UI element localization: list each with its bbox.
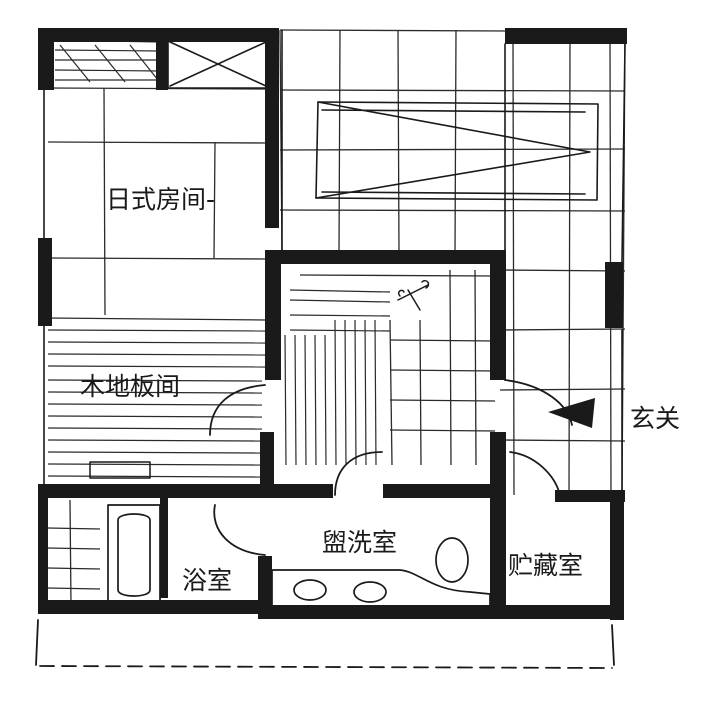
- room-label-washroom: 盥洗室: [322, 528, 398, 557]
- room-label-japanese-room: 日式房间-: [106, 185, 216, 214]
- wood-floor-boards: [47, 317, 266, 478]
- scissors-icon: [397, 279, 430, 311]
- wood-room-counter: [89, 461, 151, 479]
- room-label-entrance: 玄关: [630, 404, 681, 433]
- closet-hatch: [54, 39, 161, 83]
- walls: [38, 28, 627, 620]
- toilet: [435, 537, 469, 583]
- bathtub: [107, 504, 161, 604]
- room-label-bathroom: 浴室: [182, 566, 233, 595]
- center-hall-tiles: [299, 269, 496, 466]
- outline-lines: [43, 29, 626, 496]
- wood-room-door-swing: [209, 384, 266, 436]
- entrance-arrow-icon: [548, 398, 595, 428]
- bathroom-tiles: [47, 499, 101, 606]
- room-label-storage: 贮藏室: [508, 551, 584, 580]
- upper-right-fixture: [315, 101, 599, 201]
- bathroom-door-swing: [213, 504, 266, 556]
- entrance-door-swing: [504, 379, 573, 426]
- wash-counter: [271, 569, 491, 609]
- room-label-wood-floor: 木地板间: [80, 372, 181, 401]
- hall-door-swing: [334, 451, 383, 496]
- foundation-dashed-line: [35, 619, 615, 669]
- center-hall-floor: [284, 289, 391, 466]
- storage-door-swing: [509, 451, 561, 496]
- storage-box-x: [167, 39, 269, 89]
- tiled-area-grid: [279, 29, 626, 501]
